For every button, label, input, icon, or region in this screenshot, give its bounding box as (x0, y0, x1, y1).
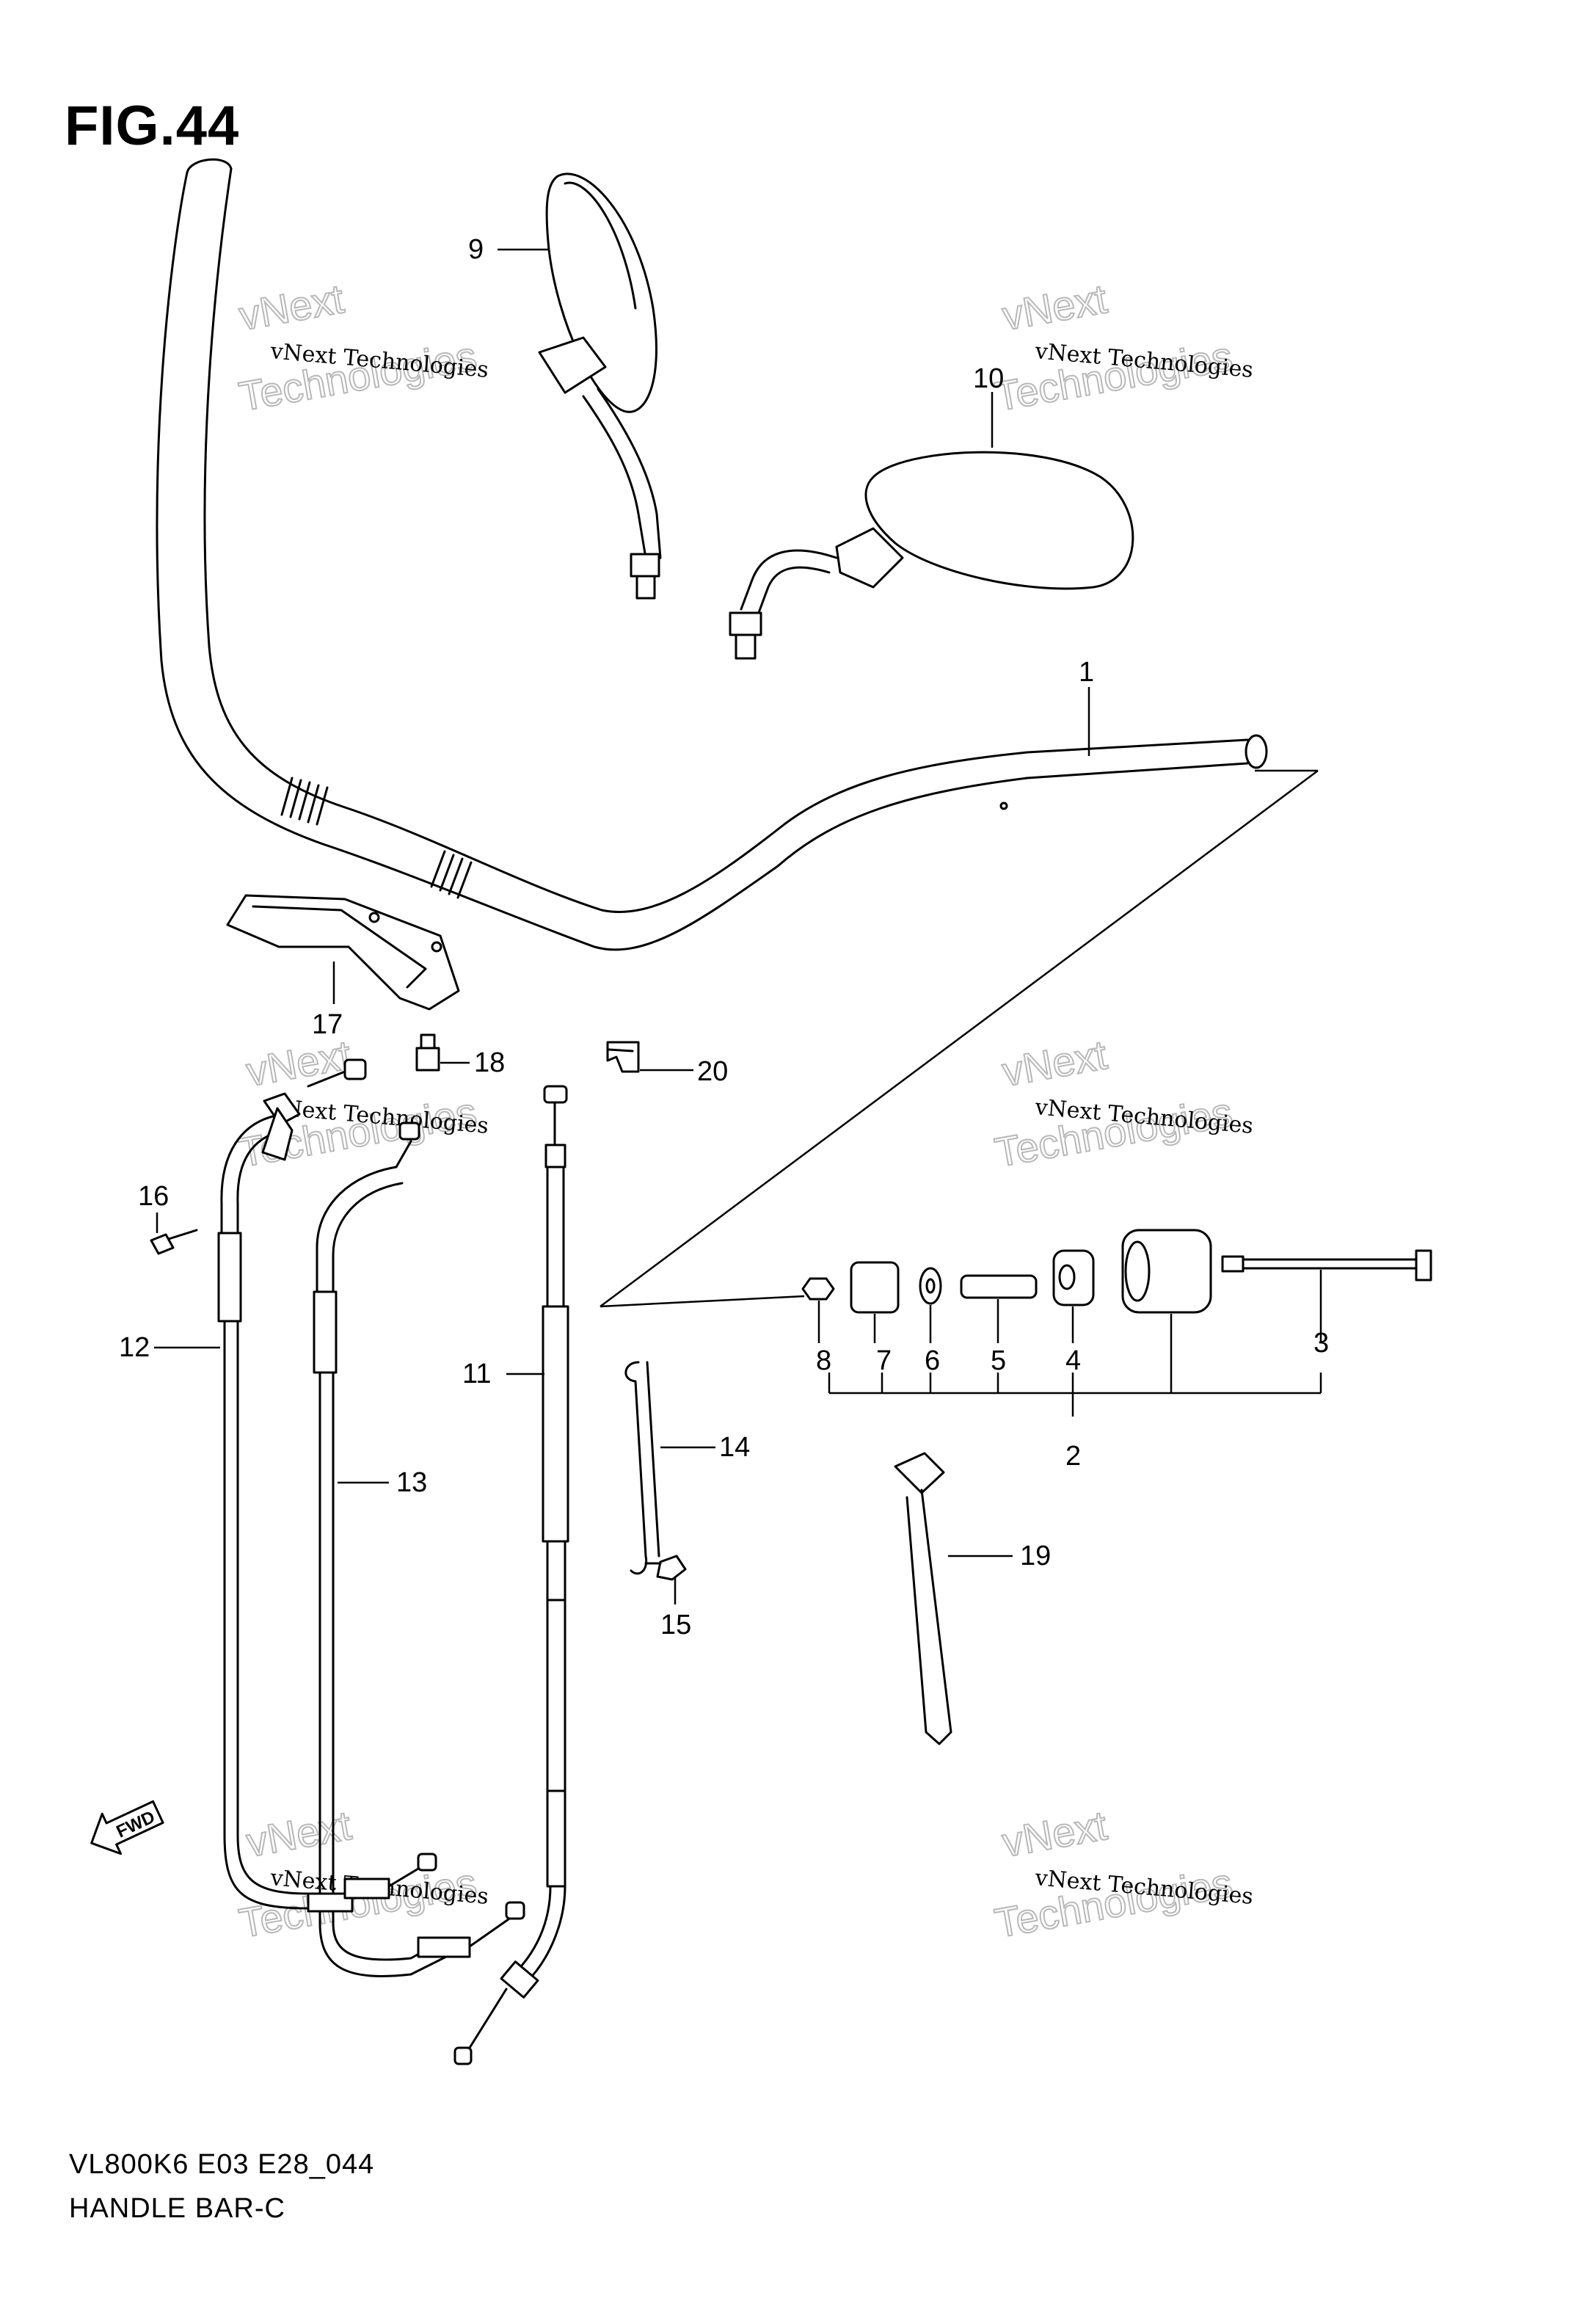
clip-part-14 (624, 1361, 715, 1575)
svg-text:vNext: vNext (999, 1031, 1110, 1095)
callout-10: 10 (973, 363, 1004, 394)
svg-text:vNext: vNext (236, 275, 347, 339)
bracket-part-17 (226, 894, 460, 1011)
watermark-top-right: vNext Technologies vNext Technologies (991, 275, 1254, 421)
callout-14: 14 (719, 1432, 750, 1463)
callout-12: 12 (119, 1332, 150, 1363)
cable-fittings-bottom (307, 1853, 437, 1913)
cable-part-13 (313, 1122, 525, 1977)
figure-title: FIG.44 (65, 95, 240, 157)
fwd-arrow-badge: FWD (90, 1800, 164, 1855)
callout-4: 4 (1065, 1345, 1081, 1376)
diagram-code: VL800K6 E03 E28_044 (69, 2149, 375, 2180)
bolt-part-8 (801, 1277, 835, 1343)
weight-part-7 (850, 1261, 900, 1343)
callout-7: 7 (876, 1345, 892, 1376)
callout-5: 5 (991, 1345, 1006, 1376)
callout-17: 17 (312, 1009, 343, 1040)
callout-11: 11 (462, 1359, 491, 1389)
fitting-part-18 (415, 1033, 470, 1072)
assembly-group-bracket (828, 1373, 1322, 1417)
watermark-bottom-right: vNext Technologies vNext Technologies (991, 1801, 1254, 1947)
svg-text:vNext: vNext (243, 1802, 354, 1866)
callout-15: 15 (660, 1610, 691, 1640)
mirror-part-10 (729, 392, 1134, 660)
weight-part-2 (1121, 1229, 1212, 1393)
assembly-leader-triangle (600, 769, 1319, 1308)
cable-part-11 (453, 1085, 569, 2065)
screw-part-16 (150, 1213, 198, 1255)
callout-3: 3 (1313, 1328, 1329, 1359)
svg-text:vNext: vNext (999, 1802, 1110, 1866)
svg-text:vNext: vNext (243, 1031, 354, 1095)
callout-8: 8 (816, 1345, 831, 1376)
callout-1: 1 (1079, 657, 1094, 688)
callout-2: 2 (1065, 1441, 1081, 1472)
handlebar-part-1 (156, 158, 1268, 951)
mirror-part-9 (498, 172, 662, 600)
bolt-part-15 (644, 1555, 687, 1604)
callout-16: 16 (138, 1181, 169, 1212)
callout-18: 18 (474, 1047, 505, 1078)
bolt-part-3 (1221, 1249, 1432, 1343)
watermark-mid-right: vNext Technologies vNext Technologies (991, 1030, 1254, 1177)
callout-20: 20 (697, 1056, 728, 1087)
callout-19: 19 (1020, 1541, 1051, 1571)
clamp-part-20 (606, 1041, 693, 1073)
callout-9: 9 (468, 234, 484, 265)
callout-6: 6 (925, 1345, 940, 1376)
watermark-bottom-left: vNext Technologies vNext Technologies (235, 1801, 489, 1947)
spacer-part-4 (1052, 1249, 1095, 1343)
svg-text:vNext: vNext (999, 275, 1110, 339)
callout-13: 13 (396, 1467, 427, 1498)
diagram-name: HANDLE BAR-C (69, 2193, 285, 2224)
watermark-top-left: vNext Technologies vNext Technologies (235, 275, 489, 421)
cable-part-12 (154, 1058, 367, 1910)
collar-part-5 (960, 1274, 1038, 1343)
cable-tie-part-19 (894, 1452, 1013, 1745)
washer-part-6 (919, 1267, 942, 1343)
